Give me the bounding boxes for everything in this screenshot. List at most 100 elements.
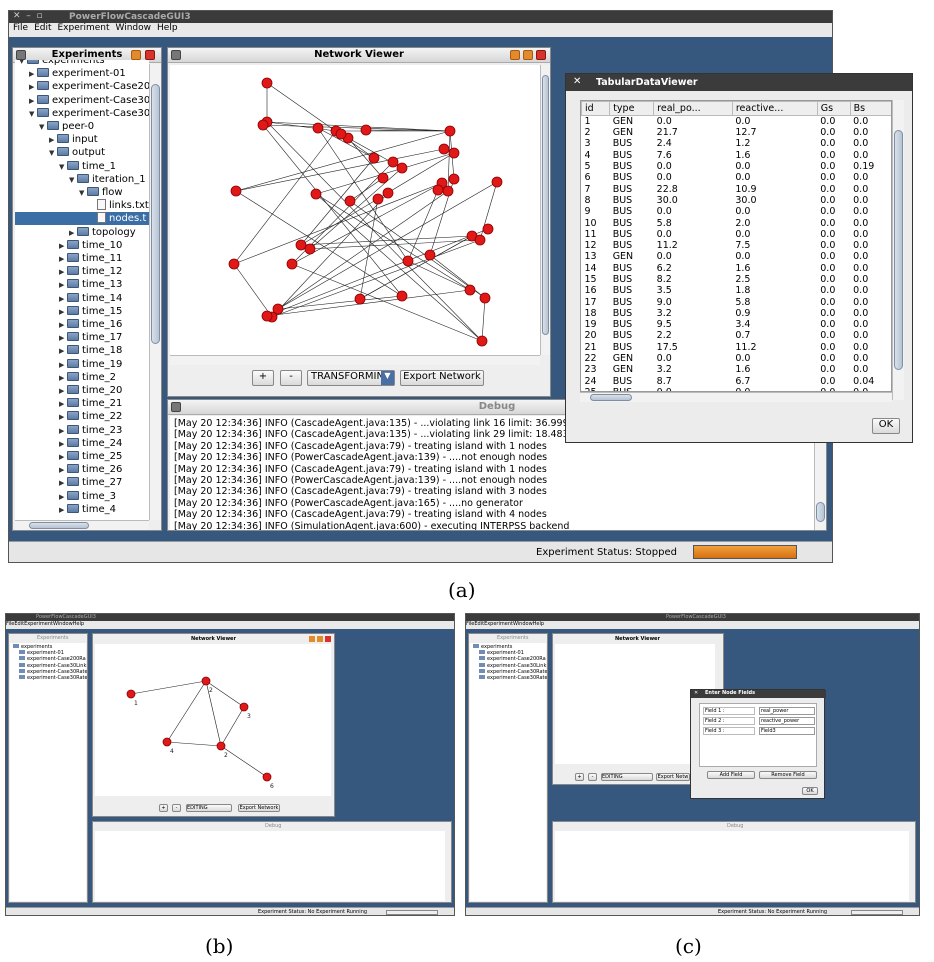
graph-node[interactable] [272, 303, 284, 315]
graph-vscroll[interactable] [540, 65, 550, 355]
graph-node[interactable] [396, 290, 408, 302]
tree-folder-item[interactable]: ▼experiments [15, 60, 105, 67]
tree-file-item[interactable]: links.txt [15, 199, 149, 212]
ok-button[interactable]: OK [802, 787, 818, 795]
table-hscroll-thumb[interactable] [590, 394, 632, 401]
menu-file[interactable]: File [6, 621, 15, 627]
expand-toggle-icon[interactable]: ▶ [59, 268, 65, 277]
column-header[interactable]: id [581, 101, 611, 116]
export-network-button[interactable]: Export Network [400, 370, 484, 386]
tree-folder-item[interactable]: ▼time_1 [15, 160, 116, 173]
graph-node[interactable] [335, 128, 347, 140]
graph-node[interactable] [448, 173, 460, 185]
menu-help[interactable]: Help [157, 23, 178, 33]
graph-node[interactable] [304, 243, 316, 255]
graph-node[interactable] [162, 737, 172, 747]
column-header[interactable]: reactive... [731, 101, 818, 116]
tree-folder-item[interactable]: ▼output [15, 146, 105, 159]
graph-vscroll-thumb[interactable] [542, 75, 549, 335]
menu-experiment[interactable]: Experiment [24, 621, 53, 627]
graph-canvas[interactable] [170, 65, 540, 355]
tree-folder-item[interactable]: ▶time_15 [15, 305, 122, 318]
tree-file-item[interactable]: nodes.t [15, 212, 149, 226]
expand-toggle-icon[interactable]: ▶ [69, 228, 75, 237]
expand-toggle-icon[interactable]: ▶ [59, 492, 65, 501]
tree-folder-item[interactable]: experiment-Case200Ra [479, 656, 546, 662]
tree-folder-item[interactable]: ▶time_14 [15, 292, 122, 305]
graph-node[interactable] [432, 184, 444, 196]
tree-folder-item[interactable]: experiment-01 [479, 650, 524, 656]
tree-folder-item[interactable]: experiment-Case30Rate [19, 675, 87, 681]
export-network-button[interactable]: Export Network [238, 804, 280, 812]
tree-folder-item[interactable]: experiment-Case30Rate [479, 675, 547, 681]
tree-folder-item[interactable]: ▶time_4 [15, 503, 116, 516]
expand-toggle-icon[interactable]: ▶ [59, 466, 65, 475]
menu-window[interactable]: Window [52, 621, 73, 627]
expand-toggle-icon[interactable]: ▶ [49, 136, 55, 145]
minimize-icon[interactable] [510, 50, 520, 60]
expand-toggle-icon[interactable]: ▶ [59, 439, 65, 448]
graph-node[interactable] [402, 255, 414, 267]
menu-experiment[interactable]: Experiment [484, 621, 513, 627]
maximize-icon[interactable] [317, 636, 323, 642]
tree-hscroll[interactable] [15, 520, 149, 530]
close-icon[interactable] [145, 50, 155, 60]
field-input[interactable]: reactive_power [759, 717, 815, 725]
expand-toggle-icon[interactable]: ▶ [59, 413, 65, 422]
table-hscroll[interactable] [580, 392, 892, 402]
expand-toggle-icon[interactable]: ▶ [29, 83, 35, 92]
tree-folder-item[interactable]: ▶time_25 [15, 450, 122, 463]
graph-node[interactable] [479, 292, 491, 304]
debug-vscroll[interactable] [814, 416, 826, 530]
tree-folder-item[interactable]: ▼experiment-Case30Rate [15, 107, 149, 120]
expand-toggle-icon[interactable]: ▼ [59, 162, 65, 171]
tree-folder-item[interactable]: ▶time_10 [15, 239, 122, 252]
tree-folder-item[interactable]: ▶time_19 [15, 358, 122, 371]
table-row[interactable]: 25BUS0.00.00.00.0 [582, 387, 892, 391]
graph-node[interactable] [261, 77, 273, 89]
panel-menu-icon[interactable] [171, 50, 181, 60]
window-controls-icon[interactable]: ✕ – ▫ [13, 11, 43, 21]
graph-node[interactable] [368, 152, 380, 164]
tree-folder-item[interactable]: ▶time_24 [15, 437, 122, 450]
expand-toggle-icon[interactable]: ▶ [59, 360, 65, 369]
expand-toggle-icon[interactable]: ▼ [19, 60, 25, 65]
add-field-button[interactable]: Add Field [707, 771, 755, 779]
graph-node[interactable] [262, 772, 272, 782]
graph-node[interactable] [201, 676, 211, 686]
expand-toggle-icon[interactable]: ▶ [59, 387, 65, 395]
panel-menu-icon[interactable] [16, 50, 26, 60]
menu-window[interactable]: Window [512, 621, 533, 627]
zoom-in-button[interactable]: + [575, 773, 584, 781]
graph-node[interactable] [239, 702, 249, 712]
expand-toggle-icon[interactable]: ▼ [69, 175, 75, 184]
close-icon[interactable] [325, 636, 331, 642]
minimize-icon[interactable] [131, 50, 141, 60]
expand-toggle-icon[interactable]: ▶ [59, 241, 65, 250]
zoom-in-button[interactable]: + [159, 804, 168, 812]
expand-toggle-icon[interactable]: ▶ [59, 479, 65, 488]
tree-folder-item[interactable]: ▶time_26 [15, 463, 122, 476]
remove-field-button[interactable]: Remove Field [759, 771, 817, 779]
column-header[interactable]: type [609, 101, 655, 116]
expand-toggle-icon[interactable]: ▶ [29, 70, 35, 79]
tree-folder-item[interactable]: ▶time_12 [15, 265, 122, 278]
menu-edit[interactable]: Edit [474, 621, 485, 627]
close-icon[interactable]: ✕ [573, 76, 582, 87]
graph-node[interactable] [310, 188, 322, 200]
graph-node[interactable] [491, 176, 503, 188]
expand-toggle-icon[interactable]: ▶ [59, 453, 65, 461]
graph-node[interactable] [295, 239, 307, 251]
